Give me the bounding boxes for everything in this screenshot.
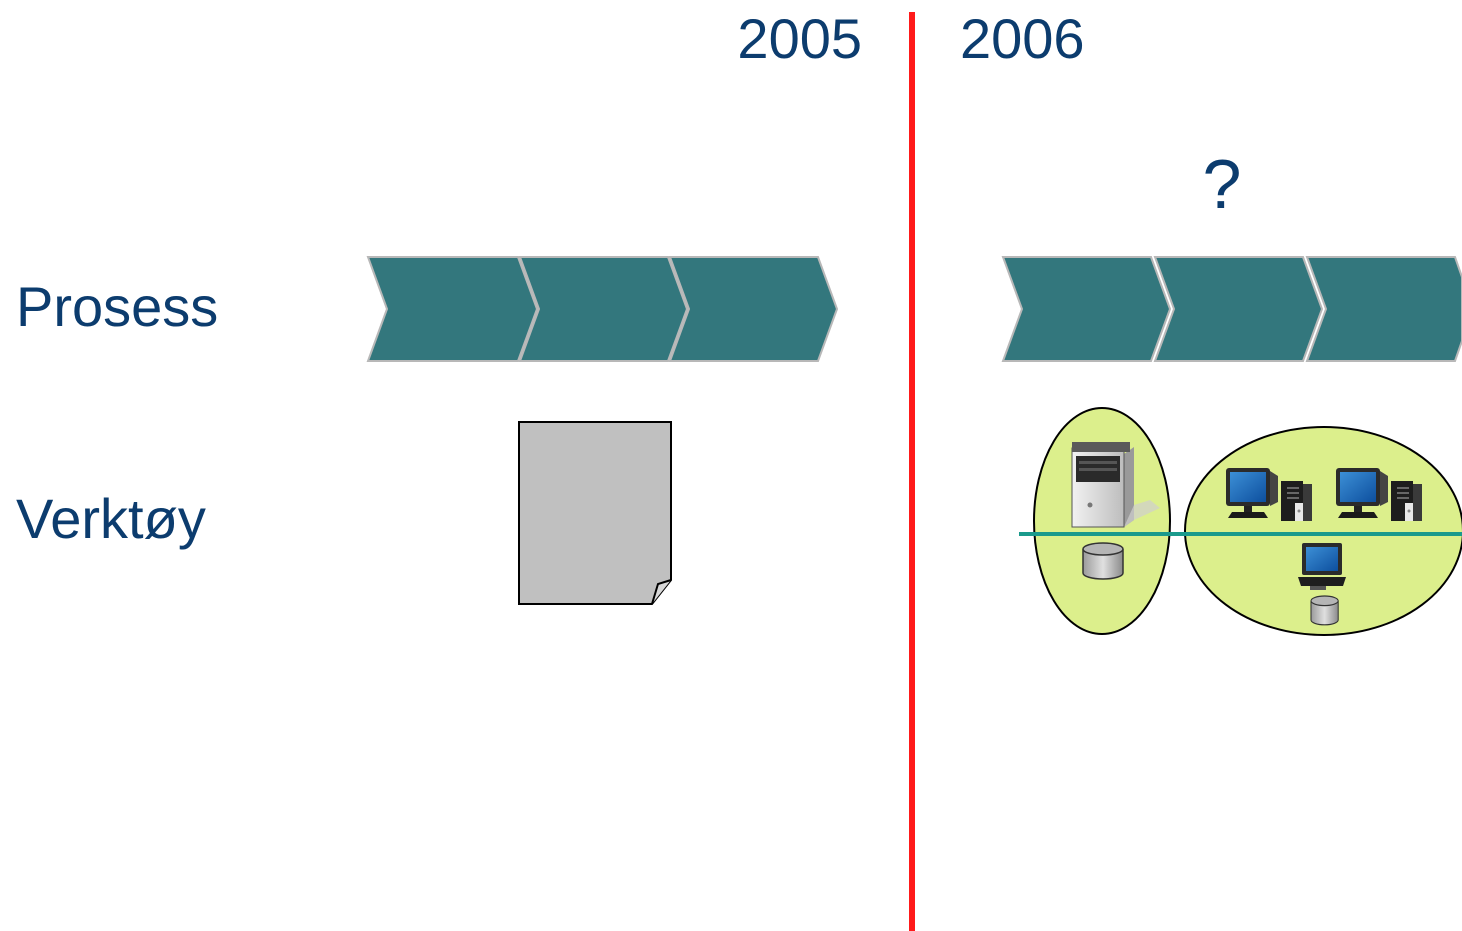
process-chevrons-after [1001,256,1462,362]
laptop-icon [1298,543,1346,590]
server-icon [1071,442,1160,528]
process-step-chevron [1305,256,1462,362]
tools-row-label: Verktøy [16,487,206,550]
network-environment [1019,407,1462,636]
process-step-chevron [366,256,539,362]
database-icon [1082,542,1124,580]
year-before-label: 2005 [737,7,862,70]
document-icon [518,421,672,605]
process-step-chevron [668,256,839,362]
future-question-mark: ? [1203,145,1242,223]
database-icon [1310,595,1339,626]
process-step-chevron [1001,256,1172,362]
process-chevrons-before [366,256,839,362]
process-step-chevron [518,256,689,362]
process-row-label: Prosess [16,275,218,338]
year-after-label: 2006 [960,7,1085,70]
process-step-chevron [1153,256,1324,362]
